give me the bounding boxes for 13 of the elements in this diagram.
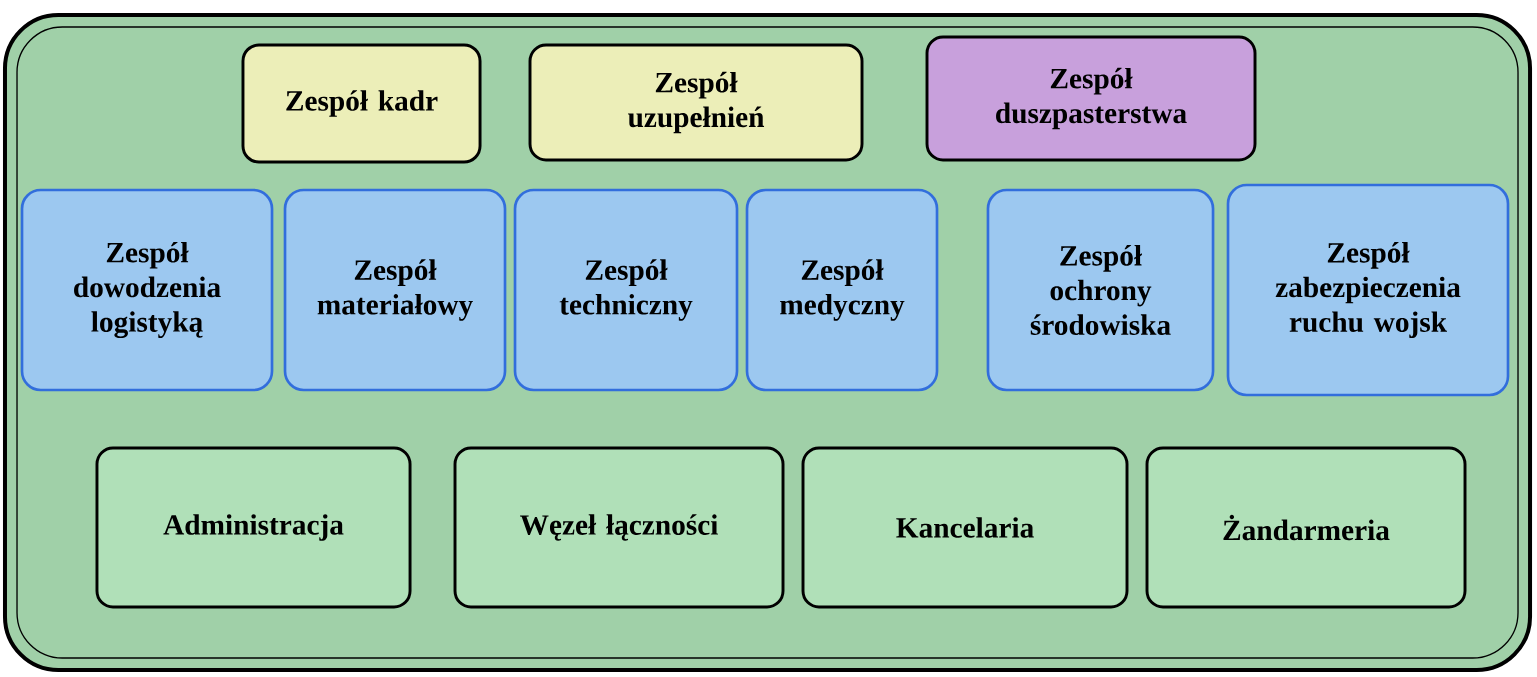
team-box: Zespół duszpasterstwa	[925, 35, 1257, 162]
team-box: Zespół medyczny	[745, 188, 939, 392]
unit-box: Węzeł łączności	[453, 446, 785, 609]
unit-box: Administracja	[95, 446, 412, 609]
team-box: Zespół kadr	[241, 43, 482, 164]
team-box: Zespół techniczny	[513, 188, 739, 392]
team-box: Zespół uzupełnień	[528, 43, 864, 162]
team-box: Zespół materiałowy	[283, 188, 507, 392]
unit-box: Żandarmeria	[1145, 446, 1467, 609]
team-box: Zespół dowodzenia logistyką	[20, 188, 274, 392]
unit-box: Kancelaria	[801, 446, 1129, 609]
team-box: Zespół zabezpieczenia ruchu wojsk	[1226, 183, 1510, 397]
team-box: Zespół ochrony środowiska	[986, 188, 1215, 392]
